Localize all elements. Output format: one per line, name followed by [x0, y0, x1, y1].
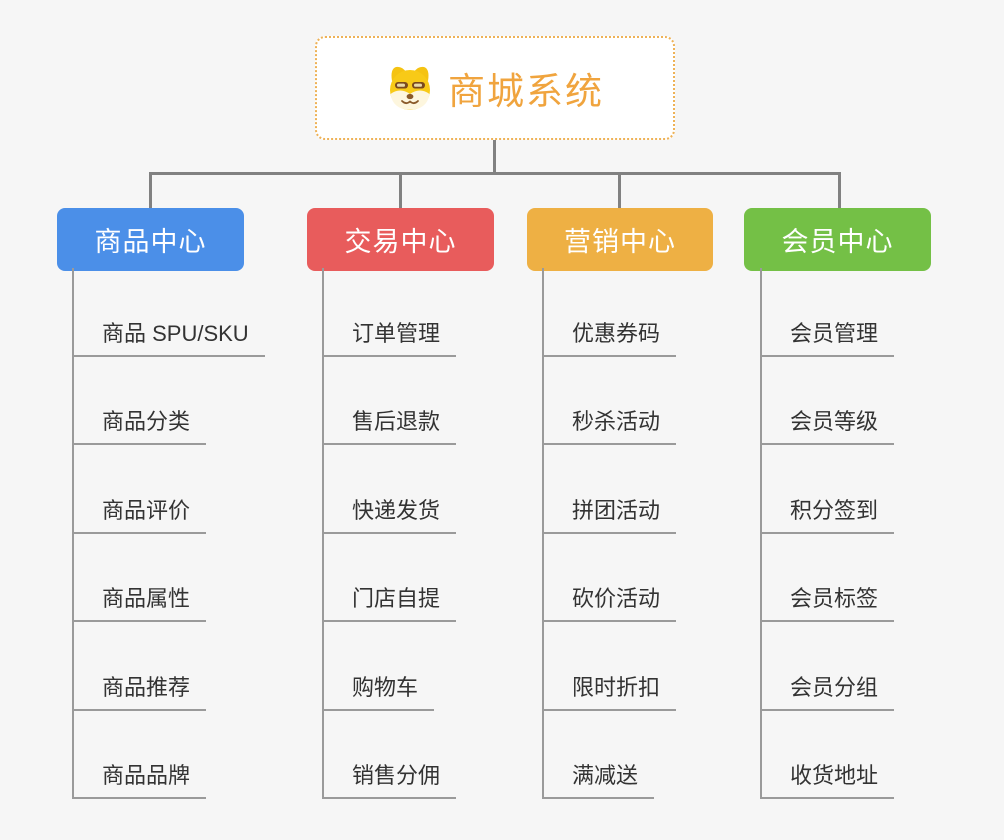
branch-label: 交易中心 [344, 227, 457, 257]
child-topic-label: 销售分佣 [324, 758, 457, 799]
child-topic-label: 商品属性 [74, 581, 207, 622]
child-topic-label: 售后退款 [324, 404, 457, 445]
child-topic[interactable]: 商品评价 [74, 445, 265, 534]
child-topic-label: 商品评价 [74, 493, 207, 534]
branch-children-trade-center: 订单管理 售后退款 快递发货 门店自提 购物车 销售分佣 [322, 268, 457, 799]
child-topic[interactable]: 购物车 [324, 622, 456, 711]
branch-node-member-center[interactable]: 会员中心 [744, 208, 931, 271]
doge-icon [390, 66, 430, 110]
child-topic[interactable]: 积分签到 [762, 445, 895, 534]
branch-node-trade-center[interactable]: 交易中心 [307, 208, 494, 271]
child-topic[interactable]: 砍价活动 [544, 534, 677, 622]
branch-drop-connector-1 [149, 172, 152, 209]
branch-node-product-center[interactable]: 商品中心 [57, 208, 244, 271]
child-topic[interactable]: 商品品牌 [74, 711, 265, 799]
child-topic-label: 订单管理 [324, 316, 457, 357]
child-topic-label: 商品品牌 [74, 758, 207, 799]
child-topic[interactable]: 拼团活动 [544, 445, 677, 534]
child-topic[interactable]: 会员管理 [762, 268, 895, 357]
child-topic[interactable]: 订单管理 [324, 268, 457, 357]
child-topic[interactable]: 收货地址 [762, 711, 895, 799]
child-topic[interactable]: 商品属性 [74, 534, 265, 622]
child-topic-label: 满减送 [544, 758, 655, 799]
branch-bus-connector [150, 172, 841, 175]
child-topic-label: 购物车 [324, 670, 435, 711]
child-topic-label: 会员等级 [762, 404, 895, 445]
branch-drop-connector-3 [618, 172, 621, 209]
child-topic-label: 收货地址 [762, 758, 895, 799]
child-topic[interactable]: 秒杀活动 [544, 357, 677, 445]
child-topic[interactable]: 商品 SPU/SKU [74, 268, 265, 357]
child-topic-label: 限时折扣 [544, 670, 677, 711]
child-topic[interactable]: 满减送 [544, 711, 676, 799]
child-topic-label: 商品 SPU/SKU [74, 316, 265, 357]
child-topic-label: 商品分类 [74, 404, 207, 445]
child-topic[interactable]: 会员分组 [762, 622, 895, 711]
branch-children-marketing-center: 优惠券码 秒杀活动 拼团活动 砍价活动 限时折扣 满减送 [542, 268, 677, 799]
child-topic[interactable]: 商品推荐 [74, 622, 265, 711]
child-topic-label: 砍价活动 [544, 581, 677, 622]
child-topic[interactable]: 限时折扣 [544, 622, 677, 711]
branch-node-marketing-center[interactable]: 营销中心 [527, 208, 713, 271]
root-drop-connector [493, 140, 496, 174]
child-topic-label: 拼团活动 [544, 493, 677, 534]
child-topic-label: 会员分组 [762, 670, 895, 711]
child-topic[interactable]: 快递发货 [324, 445, 457, 534]
child-topic-label: 积分签到 [762, 493, 895, 534]
branch-drop-connector-2 [399, 172, 402, 209]
child-topic-label: 商品推荐 [74, 670, 207, 711]
child-topic[interactable]: 优惠券码 [544, 268, 677, 357]
child-topic[interactable]: 门店自提 [324, 534, 457, 622]
child-topic-label: 门店自提 [324, 581, 457, 622]
root-node[interactable]: 商城系统 [315, 36, 675, 140]
branch-label: 会员中心 [781, 227, 894, 257]
child-topic-label: 秒杀活动 [544, 404, 677, 445]
child-topic[interactable]: 会员标签 [762, 534, 895, 622]
branch-label: 商品中心 [94, 227, 207, 257]
child-topic[interactable]: 销售分佣 [324, 711, 457, 799]
branch-drop-connector-4 [838, 172, 841, 209]
child-topic[interactable]: 售后退款 [324, 357, 457, 445]
branch-children-product-center: 商品 SPU/SKU 商品分类 商品评价 商品属性 商品推荐 商品品牌 [72, 268, 265, 799]
root-title: 商城系统 [448, 71, 604, 112]
branch-label: 营销中心 [564, 227, 676, 257]
branch-children-member-center: 会员管理 会员等级 积分签到 会员标签 会员分组 收货地址 [760, 268, 895, 799]
child-topic[interactable]: 商品分类 [74, 357, 265, 445]
child-topic[interactable]: 会员等级 [762, 357, 895, 445]
child-topic-label: 快递发货 [324, 493, 457, 534]
child-topic-label: 会员标签 [762, 581, 895, 622]
child-topic-label: 优惠券码 [544, 316, 677, 357]
child-topic-label: 会员管理 [762, 316, 895, 357]
